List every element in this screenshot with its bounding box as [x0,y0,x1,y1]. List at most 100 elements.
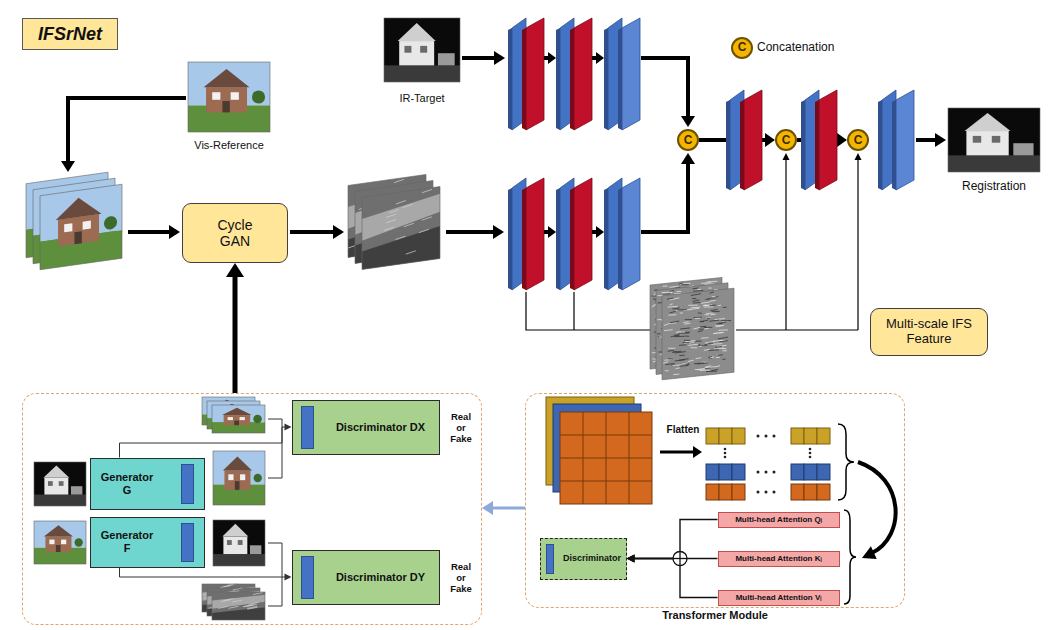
photo [213,451,265,505]
dot [252,90,265,103]
group-box: Generator GDiscriminator DXGenerator FDi… [22,393,482,625]
shape [234,421,239,426]
wire [681,284,688,285]
concat-circle: C [847,129,869,151]
dot [75,538,83,546]
wire [679,354,684,356]
wire [560,458,652,459]
wire [678,332,689,334]
image-stack [348,173,440,272]
arrow-line [233,273,238,393]
layer-slab [181,464,194,504]
shape [726,100,730,190]
arrow [641,58,695,127]
wire [665,370,669,372]
arrowhead [862,546,877,559]
wire [694,317,702,318]
wire [695,317,700,319]
wire [694,363,704,364]
wire [698,330,703,332]
shape [706,464,719,480]
photo [34,462,86,506]
wire [715,319,725,320]
wire [698,313,702,314]
dot [773,471,776,474]
shape [83,221,91,230]
shape [732,464,745,480]
shape [719,428,732,444]
shape [222,101,229,112]
image-stack [202,583,265,620]
shape [662,288,734,380]
wire [704,306,714,308]
photo [212,592,265,620]
shape [965,113,1011,131]
conv-block [508,178,544,290]
image-stack [202,397,265,433]
arrow-line [641,58,688,119]
connector [226,263,244,393]
node-text: Multi-scale IFS Feature [877,317,981,347]
wire [663,285,668,287]
wire [705,366,714,368]
shape [706,428,719,444]
wire [721,320,731,322]
shape [948,155,1040,172]
arrow-line [632,559,717,598]
shape [948,108,1040,172]
wire [243,605,253,607]
token-row [706,428,830,444]
dot [724,456,727,459]
shape [224,415,251,425]
layer-slab [301,406,314,449]
dot [724,448,727,451]
layer-slab [181,523,194,562]
wire [693,327,700,329]
shape [992,136,1000,143]
shape [224,470,250,489]
shape [61,540,66,545]
wire [395,236,405,239]
photo [34,521,86,564]
dot [765,491,768,494]
wire [389,210,399,213]
bracket [844,510,856,604]
arrowhead [285,424,292,431]
wire [688,344,698,345]
wire [722,348,727,349]
wire [697,289,701,291]
conv-block [878,90,914,190]
wire [673,365,681,366]
wire [700,320,708,322]
dot [673,552,687,566]
wire [705,298,716,300]
wire [701,302,710,303]
wire [695,369,705,371]
arrowhead [627,555,635,563]
arrow-line [490,507,525,510]
shape [604,28,608,130]
shape [560,178,574,290]
wire [688,360,694,362]
shape [59,481,64,486]
wire [668,323,676,324]
wire [663,293,671,294]
wire [703,304,706,306]
wire [249,602,259,604]
output-label: Real or Fake [445,562,477,595]
shape [819,90,837,190]
shape [882,90,896,190]
node-text: Discriminator DX [336,421,425,434]
wire [688,304,697,306]
shape [362,187,440,270]
generator-box: Generator F [90,517,205,568]
shape [791,484,804,500]
arrow [660,446,702,458]
wire [657,333,660,334]
discriminator-box: Discriminator [540,538,627,580]
wire [224,599,234,601]
arrowhead [169,225,180,239]
shape [44,525,73,536]
title: IFSrNet [38,24,102,45]
